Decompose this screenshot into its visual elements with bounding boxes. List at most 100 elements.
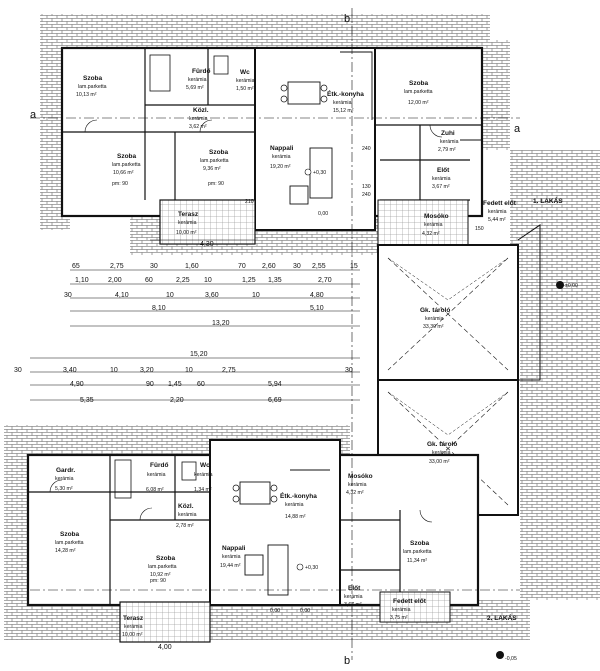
level-terrace: -0,05 [505, 656, 517, 662]
room-finish: kerámia [188, 77, 207, 83]
room-area: 19,20 m² [270, 164, 291, 170]
room-finish: kerámia [432, 450, 451, 456]
room-area: 3,67 m² [344, 602, 362, 608]
pm-label: pm: 90 [150, 578, 166, 584]
room-finish: kerámia [222, 554, 241, 560]
room-finish: kerámia [348, 482, 367, 488]
room-area: 4,32 m² [422, 231, 440, 237]
room-area: 14,88 m² [285, 514, 306, 520]
room-name: Előt [437, 167, 450, 174]
dimension-lines [30, 239, 360, 643]
room-finish: lam.parketta [200, 158, 229, 164]
room-area: 5,44 m² [488, 217, 506, 223]
dimension-value: 2,00 [108, 277, 122, 284]
dimension-value: 1,60 [185, 263, 199, 270]
pm-label: pm: 90 [208, 181, 224, 187]
dimension-value: 8,10 [152, 305, 166, 312]
room-name: Szoba [117, 153, 137, 160]
upper-unit [60, 46, 484, 249]
dimension-value: 3,60 [205, 292, 219, 299]
room-area: 9,36 m² [203, 166, 221, 172]
room-area: 14,28 m² [55, 548, 76, 554]
room-name: Közl. [178, 503, 194, 510]
dimension-value: 4,30 [200, 241, 214, 248]
dimension-value: 2,20 [170, 397, 184, 404]
room-area: 3,67 m² [432, 184, 450, 190]
dimension-value: 4,80 [310, 292, 324, 299]
room-name: Gk. tároló [427, 441, 457, 448]
dim-small: 240 [362, 192, 371, 198]
room-name: Gardr. [56, 467, 75, 474]
room-area: 4,32 m² [346, 490, 364, 496]
room-name: Nappali [270, 145, 294, 152]
room-finish: kerámia [432, 176, 451, 182]
room-finish: lam.parketta [78, 84, 107, 90]
room-area: 6,08 m² [146, 487, 164, 493]
room-area: 33,00 m² [429, 459, 450, 465]
dimension-value: 5,35 [80, 397, 94, 404]
room-name: Szoba [83, 75, 103, 82]
level-ground: ±0,00 [565, 283, 578, 289]
room-finish: kerámia [272, 154, 291, 160]
room-name: Fedett előt [483, 200, 517, 207]
lower-room-labels: Gardr. kerámia 5,30 m² Fürdő kerámia 6,0… [55, 462, 432, 638]
room-name: Terasz [123, 615, 144, 622]
dimension-value: 1,35 [268, 277, 282, 284]
pm-label: pm: 90 [112, 181, 128, 187]
dimension-value: 90 [146, 381, 154, 388]
room-name: Zuhi [441, 130, 455, 137]
dim-small: 240 [362, 146, 371, 152]
dimension-value: 4,90 [70, 381, 84, 388]
lower-unit [26, 439, 480, 643]
room-finish: lam.parketta [148, 564, 177, 570]
section-labels: a a b b ±0,00 -0,05 +0,30 +0,30 1. LAKÁS… [30, 13, 578, 667]
room-area: 2,78 m² [176, 523, 194, 529]
section-b-top: b [344, 13, 350, 25]
room-name: Szoba [209, 149, 229, 156]
room-name: Szoba [410, 540, 430, 547]
room-area: 3,62 m² [189, 124, 207, 130]
room-finish: kerámia [344, 594, 363, 600]
room-area: 2,79 m² [438, 147, 456, 153]
dimension-value: 30 [150, 263, 158, 270]
dimension-value: 1,45 [168, 381, 182, 388]
dimension-value: 2,75 [110, 263, 124, 270]
room-area: 10,00 m² [122, 632, 143, 638]
level-markers [296, 168, 564, 659]
misc-annotations: pm: 90 pm: 90 pm: 90 240 210 130 240 150… [112, 146, 484, 614]
room-finish: kerámia [425, 316, 444, 322]
room-name: Szoba [60, 531, 80, 538]
room-name: Wc [240, 69, 250, 76]
room-area: 1,50 m² [236, 86, 254, 92]
apartment-label-1: 1. LAKÁS [533, 196, 563, 205]
room-name: Mosóko [424, 213, 449, 220]
floor-level: 0,00 [300, 608, 310, 614]
dimension-value: 2,25 [176, 277, 190, 284]
room-finish: kerámia [424, 222, 443, 228]
room-finish: kerámia [392, 607, 411, 613]
dim-small: 130 [362, 184, 371, 190]
level-living-top: +0,30 [313, 170, 326, 176]
room-name: Mosóko [348, 473, 373, 480]
dimension-value: 4,00 [158, 644, 172, 651]
dimension-value: 60 [197, 381, 205, 388]
dimension-value: 3,20 [140, 367, 154, 374]
room-finish: kerámia [333, 100, 352, 106]
room-name: Terasz [178, 211, 199, 218]
floor-level: 0,00 [270, 608, 280, 614]
room-area: 10,66 m² [113, 170, 134, 176]
dimension-value: 5,10 [310, 305, 324, 312]
room-finish: lam.parketta [112, 162, 141, 168]
room-area: 1,34 m² [194, 487, 212, 493]
floor-level: 0,00 [318, 211, 328, 217]
dimension-value: 2,75 [222, 367, 236, 374]
room-area: 10,00 m² [176, 230, 197, 236]
dimension-value: 10 [204, 277, 212, 284]
section-a-left: a [30, 109, 37, 121]
room-name: Szoba [409, 80, 429, 87]
room-name: Wc [200, 462, 210, 469]
room-name: Étk.-konyha [280, 491, 317, 500]
room-area: 15,12 m² [333, 108, 354, 114]
room-finish: kerámia [178, 220, 197, 226]
section-a-right: a [514, 123, 521, 135]
